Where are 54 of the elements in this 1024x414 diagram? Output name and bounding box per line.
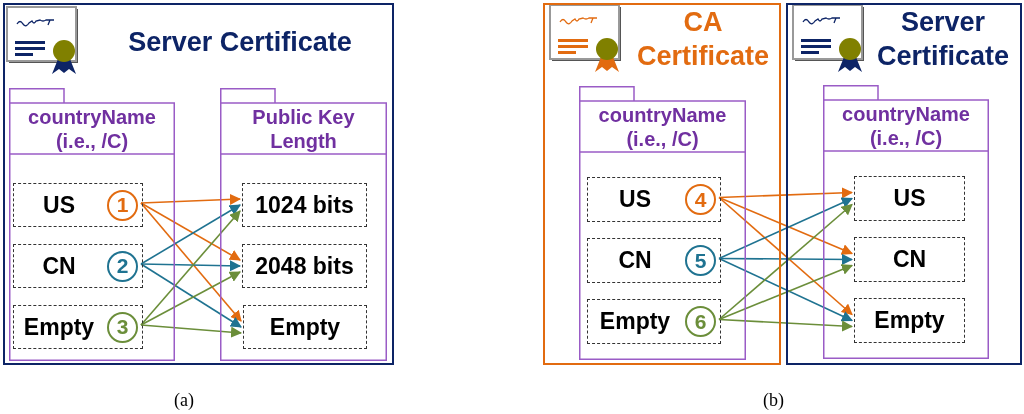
value-label: 2048 bits bbox=[254, 251, 355, 281]
value-box bbox=[243, 305, 367, 349]
package-box bbox=[823, 85, 989, 359]
value-box bbox=[854, 237, 965, 282]
value-box bbox=[242, 244, 367, 288]
value-box bbox=[13, 305, 143, 349]
value-box bbox=[854, 298, 965, 343]
value-label: CN bbox=[41, 251, 77, 281]
arrow bbox=[140, 271, 241, 326]
circled-number: 6 bbox=[685, 306, 716, 337]
value-box bbox=[13, 183, 143, 227]
certificate-panel bbox=[3, 3, 394, 365]
subfigure-label: (a) bbox=[174, 390, 194, 411]
circled-number: 5 bbox=[685, 245, 716, 276]
value-box bbox=[13, 244, 143, 288]
certificate-panel bbox=[786, 3, 1022, 365]
arrow bbox=[718, 187, 854, 199]
value-label: US bbox=[892, 184, 927, 213]
value-box bbox=[587, 177, 721, 222]
circled-number: 2 bbox=[107, 250, 138, 282]
value-box bbox=[242, 183, 367, 227]
package-title: countryName (i.e., /C) bbox=[597, 103, 728, 152]
package-box bbox=[220, 88, 387, 361]
value-label: Empty bbox=[873, 306, 946, 335]
arrow bbox=[718, 318, 854, 332]
certificate-panel bbox=[543, 3, 781, 365]
value-label: CN bbox=[617, 246, 653, 275]
value-box bbox=[587, 299, 721, 344]
value-label: US bbox=[42, 190, 76, 220]
value-label: US bbox=[618, 185, 652, 214]
circled-number: 1 bbox=[107, 189, 138, 221]
package-box bbox=[579, 86, 746, 360]
package-title: countryName (i.e., /C) bbox=[841, 102, 971, 151]
panel-title: Server Certificate bbox=[875, 6, 1010, 73]
circled-number: 3 bbox=[107, 311, 138, 343]
value-label: Empty bbox=[598, 307, 672, 336]
subfigure-label: (b) bbox=[763, 390, 784, 411]
arrow bbox=[140, 324, 243, 338]
package-box bbox=[9, 88, 175, 361]
value-label: Empty bbox=[22, 312, 96, 342]
circled-number: 4 bbox=[685, 184, 716, 215]
arrow bbox=[718, 253, 854, 265]
value-label: Empty bbox=[268, 312, 342, 342]
arrow bbox=[140, 263, 242, 328]
arrow bbox=[140, 193, 242, 205]
value-box bbox=[587, 238, 721, 283]
arrow bbox=[140, 260, 242, 272]
package-title: Public Key Length bbox=[251, 105, 356, 154]
value-label: CN bbox=[891, 245, 928, 274]
package-title: countryName (i.e., /C) bbox=[27, 105, 157, 154]
panel-title: CA Certificate bbox=[635, 6, 770, 73]
value-label: 1024 bits bbox=[254, 190, 355, 220]
value-box bbox=[854, 176, 965, 221]
panel-title: Server Certificate bbox=[127, 26, 353, 59]
